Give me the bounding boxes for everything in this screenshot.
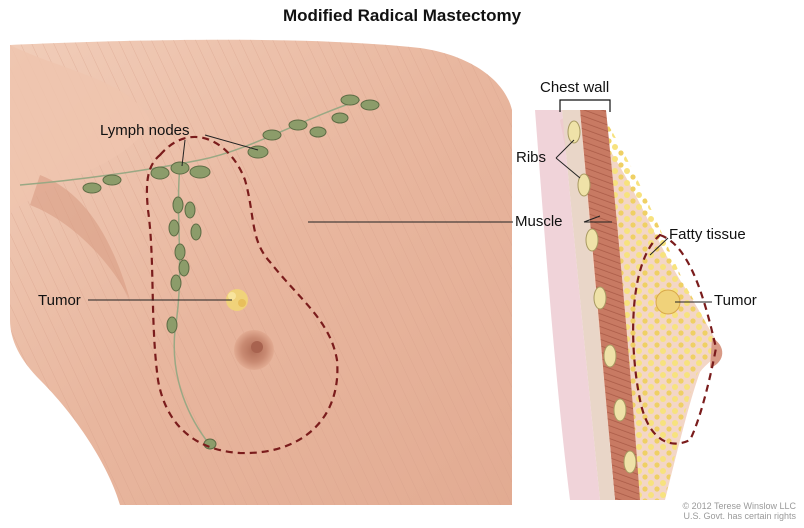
label-muscle: Muscle [515, 213, 563, 230]
label-tumor-front: Tumor [38, 292, 81, 309]
copyright-line-2: U.S. Govt. has certain rights [682, 511, 796, 521]
label-ribs: Ribs [516, 149, 546, 166]
side-view-section [535, 110, 722, 500]
nipple [234, 330, 274, 370]
label-fatty-tissue: Fatty tissue [669, 226, 746, 243]
front-view-torso [10, 40, 512, 505]
diagram-title: Modified Radical Mastectomy [0, 6, 804, 26]
label-chest-wall: Chest wall [540, 79, 609, 96]
label-lymph-nodes: Lymph nodes [100, 122, 190, 139]
copyright-line-1: © 2012 Terese Winslow LLC [682, 501, 796, 511]
copyright-notice: © 2012 Terese Winslow LLC U.S. Govt. has… [682, 501, 796, 521]
label-tumor-side: Tumor [714, 292, 757, 309]
